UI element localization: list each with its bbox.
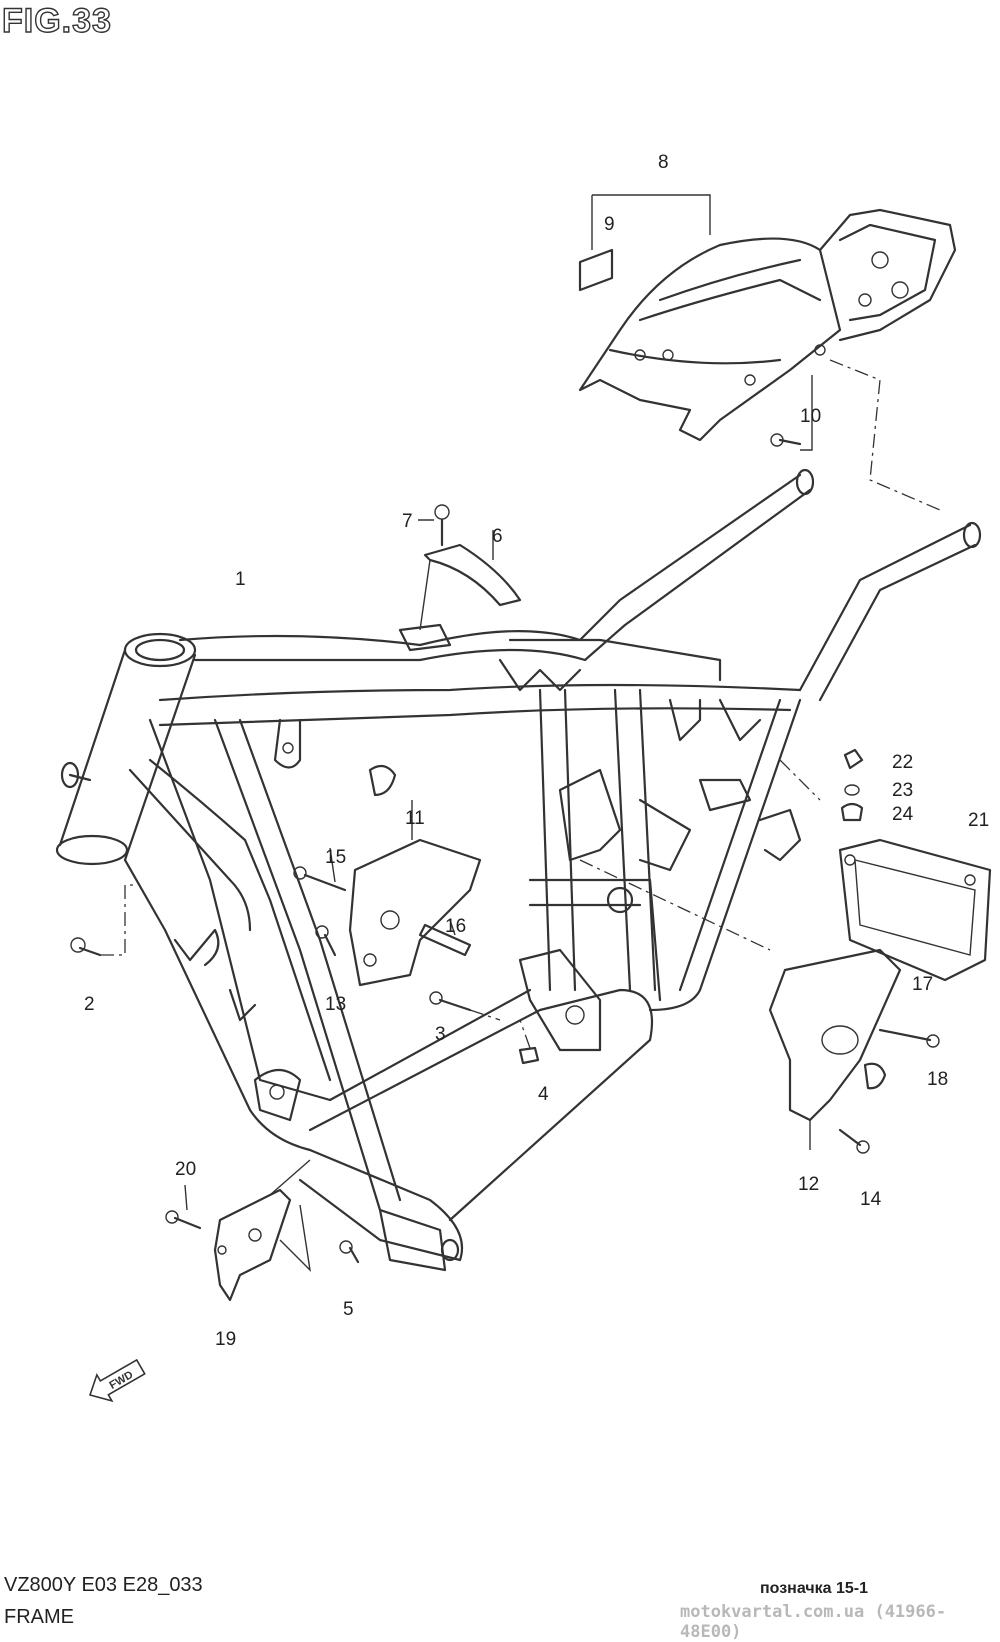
part-label: 18 [927,1069,948,1090]
model-code: VZ800Y E03 E28_033 [4,1574,203,1596]
part-labels: 1 2 3 4 5 6 7 8 9 10 11 12 13 14 15 16 1… [84,152,989,1350]
part-label: 14 [860,1189,882,1210]
part-label: 10 [800,406,821,427]
part-label: 13 [325,994,346,1015]
reference-note: позначка 15-1 [760,1580,869,1597]
part-label: 12 [798,1174,819,1195]
forward-badge-label: FWD [108,1369,136,1392]
part-label: 16 [445,916,466,937]
part-label: 23 [892,780,913,801]
section-name: FRAME [4,1606,74,1628]
main-frame-drawing [55,468,982,1272]
part-label: 11 [405,808,425,829]
part-label: 6 [492,526,503,547]
figure-title: FIG.33 [1,1,112,40]
part-label: 7 [402,511,413,532]
part-label: 2 [84,994,95,1015]
part-label: 9 [604,214,615,235]
part-label: 15 [325,847,346,868]
part-label: 8 [658,152,669,173]
part-label: 4 [538,1084,549,1105]
part-label: 3 [435,1024,446,1045]
part-label: 19 [215,1329,236,1350]
source-watermark: motokvartal.com.ua (41966-48E00) [680,1602,947,1642]
forward-arrow-icon: FWD [88,1358,146,1403]
part-label: 20 [175,1159,196,1180]
part-label: 24 [892,804,914,825]
part-label: 17 [912,974,933,995]
part-label: 22 [892,752,913,773]
small-parts-drawing [70,504,992,1302]
rear-fender-drawing [578,194,957,511]
part-label: 5 [343,1299,354,1320]
part-label: 1 [235,569,246,590]
part-label: 21 [968,810,989,831]
